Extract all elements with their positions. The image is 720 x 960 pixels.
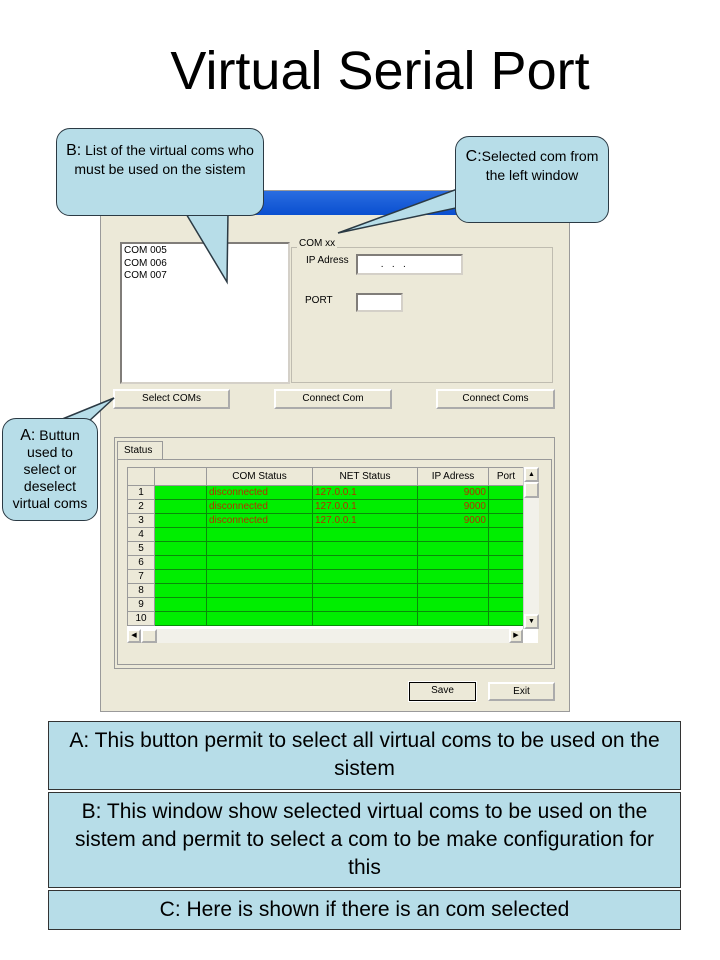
table-cell[interactable] [312,541,418,556]
ip-input[interactable]: . . . [356,254,463,275]
hscroll-thumb[interactable] [141,629,157,643]
tab-frame [114,437,555,669]
table-row[interactable]: 5 [127,541,524,556]
connect-coms-button[interactable]: Connect Coms [436,389,555,409]
table-cell[interactable] [488,541,524,556]
column-header[interactable]: NET Status [312,467,418,486]
table-cell[interactable] [488,513,524,528]
scroll-left-icon[interactable]: ◀ [127,629,141,643]
callout-a-text: Buttun used to select or deselect virtua… [12,427,88,511]
scroll-right-icon[interactable]: ▶ [509,629,523,643]
table-cell[interactable] [312,555,418,570]
notes: A: This button permit to select all virt… [48,721,681,930]
corner-header [127,467,155,486]
table-cell[interactable] [417,597,489,612]
table-cell[interactable] [154,555,207,570]
table-cell[interactable]: disconnected [206,485,313,500]
table-cell[interactable]: 127.0.0.1 [312,513,418,528]
column-header[interactable]: Port [488,467,524,486]
note-b: B: This window show selected virtual com… [48,792,681,888]
scroll-down-icon[interactable]: ▼ [524,614,539,629]
connect-com-button[interactable]: Connect Com [274,389,392,409]
column-header[interactable]: COM Status [206,467,313,486]
table-cell[interactable] [206,569,313,584]
table-cell[interactable] [154,485,207,500]
row-header[interactable]: 1 [127,485,155,500]
table-cell[interactable] [488,597,524,612]
table-cell[interactable] [206,555,313,570]
horizontal-scrollbar[interactable]: ◀ ▶ [127,629,523,643]
table-cell[interactable] [154,499,207,514]
list-item[interactable]: COM 005 [124,245,167,256]
table-cell[interactable] [312,597,418,612]
com-group [291,247,553,383]
tab-panel [117,459,552,665]
exit-button[interactable]: Exit [488,682,555,701]
list-item[interactable]: COM 006 [124,257,167,269]
table-row[interactable]: 10 [127,611,524,626]
table-cell[interactable] [206,611,313,626]
app-window: COM 005 COM 006 COM 007 COM xx IP Adress… [100,190,570,712]
table-row[interactable]: 4 [127,527,524,542]
table-cell[interactable] [417,541,489,556]
com-group-label: COM xx [297,238,338,249]
row-header[interactable]: 4 [127,527,155,542]
table-cell[interactable] [154,513,207,528]
callout-c-tail [337,187,472,234]
table-cell[interactable] [206,583,313,598]
table-cell[interactable] [417,527,489,542]
row-header[interactable]: 10 [127,611,155,626]
table-cell[interactable] [312,611,418,626]
table-cell[interactable] [154,611,207,626]
table-cell[interactable]: 9000 [417,499,489,514]
callout-b-text: List of the virtual coms who must be use… [74,142,254,177]
table-cell[interactable] [417,569,489,584]
table-cell[interactable] [206,527,313,542]
table-cell[interactable] [154,527,207,542]
ip-label: IP Adress [306,255,349,266]
row-header[interactable]: 7 [127,569,155,584]
table-cell[interactable] [488,555,524,570]
table-cell[interactable] [488,499,524,514]
table-cell[interactable] [488,583,524,598]
table-cell[interactable] [312,569,418,584]
table-cell[interactable] [154,583,207,598]
table-cell[interactable] [312,583,418,598]
callout-b: B: List of the virtual coms who must be … [56,128,264,216]
callout-a-letter: A: [20,427,36,444]
callout-b-letter: B: [66,142,82,159]
callout-c-text: Selected com from the left window [481,148,599,183]
save-button[interactable]: Save [408,681,477,702]
table-cell[interactable]: disconnected [206,513,313,528]
callout-c-letter: C: [465,148,482,165]
note-c: C: Here is shown if there is an com sele… [48,890,681,930]
vertical-scrollbar[interactable]: ▲ ▼ [523,467,539,629]
callout-a: A: Buttun used to select or deselect vir… [2,418,98,521]
callout-b-tail [183,211,229,285]
scroll-up-icon[interactable]: ▲ [524,467,539,482]
port-label: PORT [305,295,333,306]
scroll-thumb[interactable] [524,482,539,498]
table-row[interactable]: 7 [127,569,524,584]
tab-status[interactable]: Status [117,441,163,460]
list-item[interactable]: COM 007 [124,270,167,281]
row-header[interactable]: 2 [127,499,155,514]
table-cell[interactable] [206,597,313,612]
port-input[interactable] [356,293,403,312]
status-grid[interactable]: COM Status NET Status IP Adress Port 1 di… [127,467,539,643]
note-a: A: This button permit to select all virt… [48,721,681,790]
table-cell[interactable] [417,555,489,570]
slide-title: Virtual Serial Port [170,41,590,101]
table-cell[interactable] [488,611,524,626]
select-coms-button[interactable]: Select COMs [113,389,230,409]
column-header[interactable] [154,467,207,486]
table-cell[interactable]: disconnected [206,499,313,514]
column-header[interactable]: IP Adress [417,467,489,486]
callout-c: C:Selected com from the left window [455,136,609,223]
